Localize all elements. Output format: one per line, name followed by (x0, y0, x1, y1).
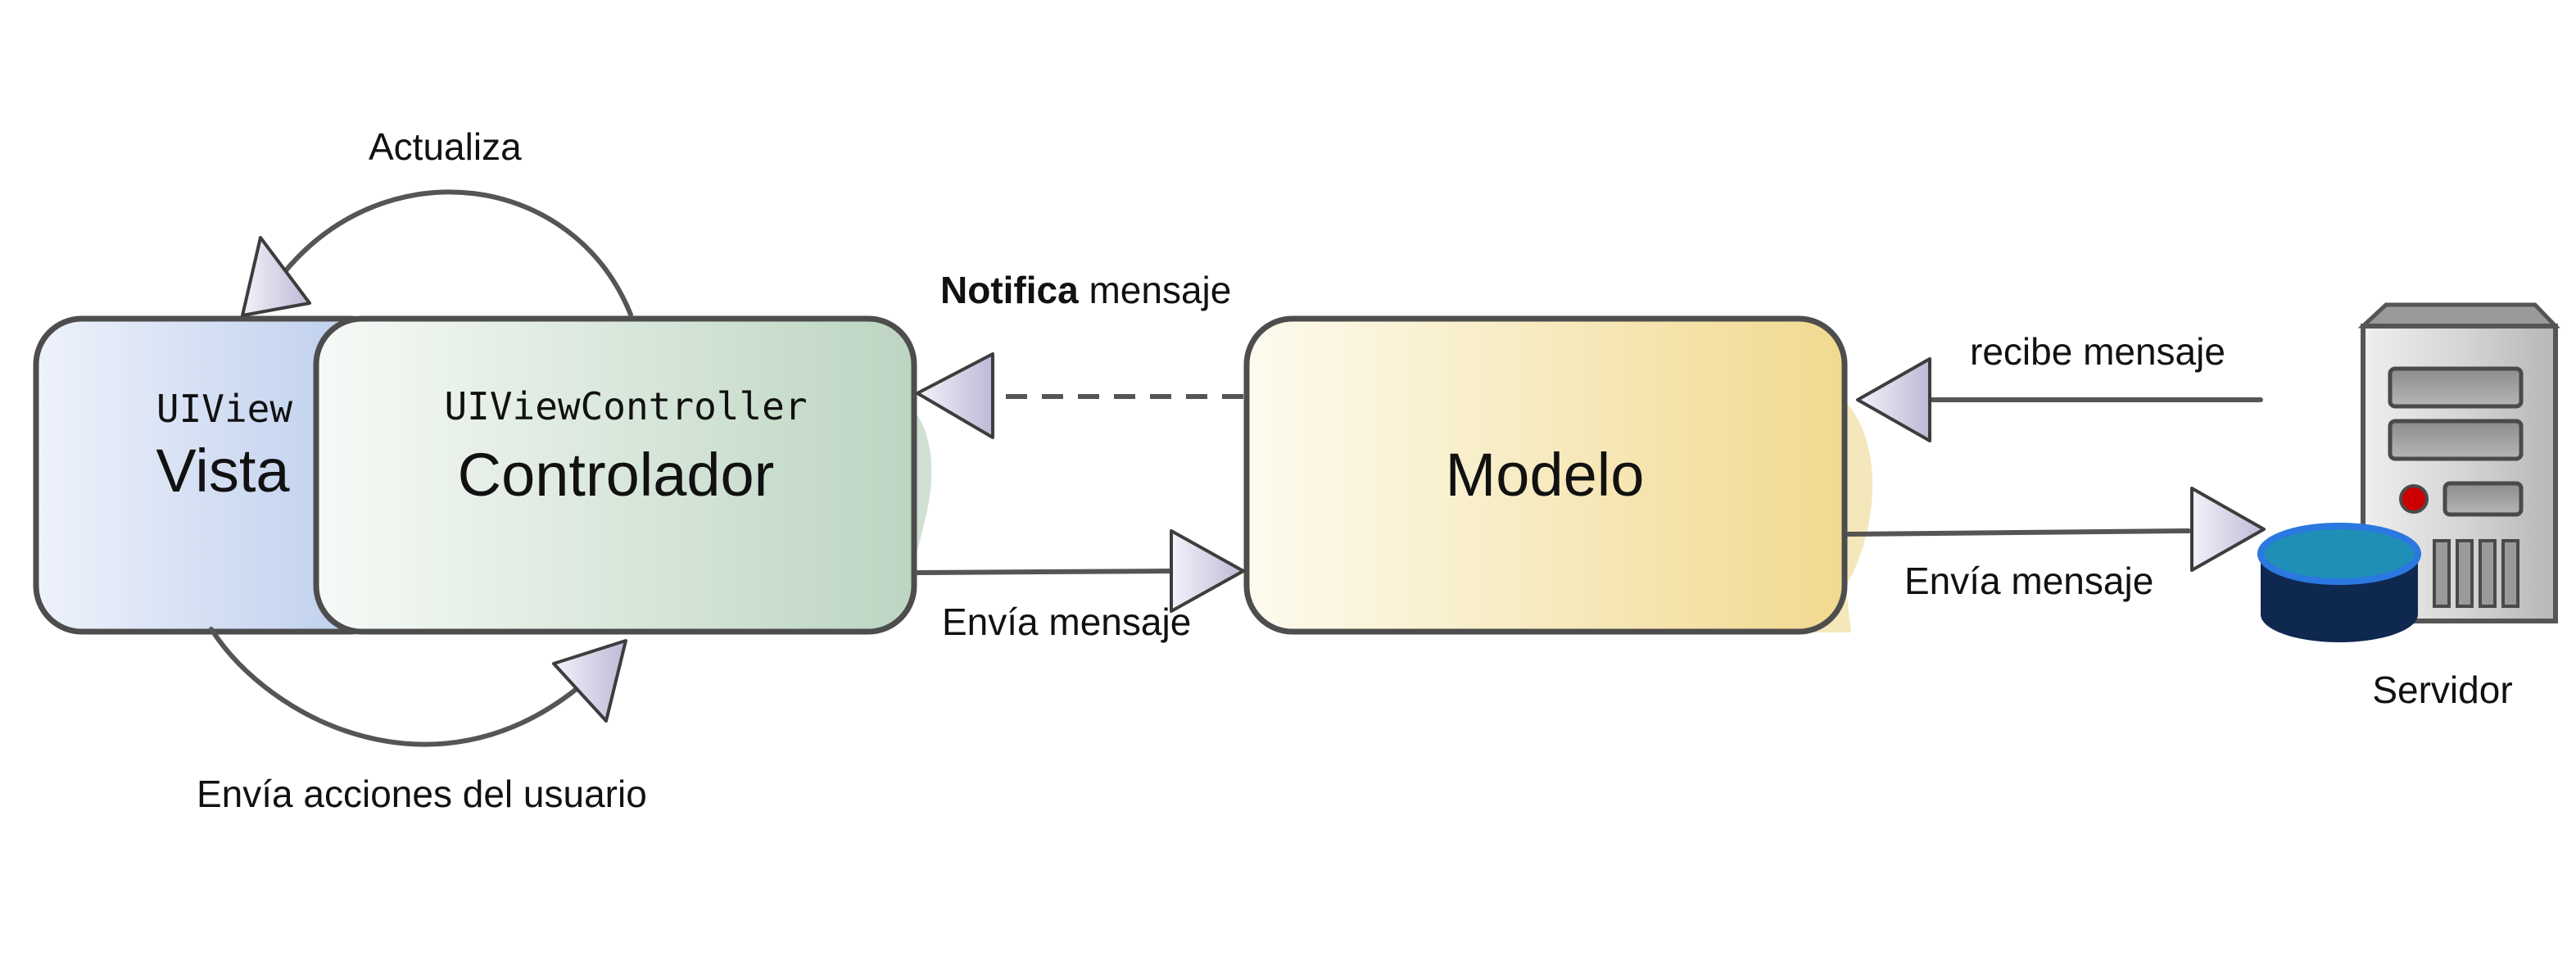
modelo-outline (1243, 315, 1848, 635)
notifica-label-bold: Notifica (940, 269, 1079, 311)
actualiza-arrowhead (241, 236, 311, 317)
server-vent-1 (2433, 539, 2451, 608)
acciones-arrowhead (552, 639, 627, 723)
server-drive-bay-3 (2442, 481, 2524, 517)
vista-box (36, 319, 396, 632)
envia-servidor-label: Envía mensaje (1904, 560, 2153, 602)
recibe-arrowhead (1856, 357, 1931, 442)
server-vent-4 (2501, 539, 2519, 608)
recibe-label: recibe mensaje (1970, 330, 2225, 373)
notifica-label-rest: mensaje (1079, 269, 1232, 311)
edge-notifica: Notifica mensaje (916, 269, 1243, 439)
envia-modelo-arrowhead (1170, 529, 1245, 613)
envia-servidor-connector (1845, 528, 2191, 537)
server-vent-2 (2456, 539, 2474, 608)
vista-title: Vista (156, 437, 290, 505)
envia-servidor-arrowhead (2190, 487, 2266, 572)
edge-envia-servidor: Envía mensaje (1845, 487, 2266, 602)
database-top (2257, 523, 2421, 585)
vista-class-label: UIView (156, 387, 292, 431)
edge-recibe: recibe mensaje (1856, 330, 2263, 442)
controlador-node: UIViewController Controlador (313, 315, 932, 635)
envia-modelo-connector (915, 569, 1172, 575)
controlador-class-label: UIViewController (444, 384, 807, 428)
server-power-led (2399, 484, 2429, 514)
edge-envia-modelo: Envía mensaje (915, 529, 1245, 643)
controlador-outline (313, 315, 917, 635)
servidor-node: Servidor (2257, 302, 2560, 711)
actualiza-label: Actualiza (369, 125, 522, 168)
actualiza-connector (280, 189, 633, 317)
envia-modelo-label: Envía mensaje (942, 601, 1191, 643)
edge-acciones: Envía acciones del usuario (197, 627, 647, 815)
server-vent-3 (2479, 539, 2497, 608)
controlador-box (316, 319, 914, 632)
modelo-node: Modelo (1243, 315, 1873, 635)
database-icon (2257, 523, 2421, 642)
notifica-label: Notifica mensaje (940, 269, 1231, 311)
server-tower-top (2357, 302, 2560, 329)
edge-actualiza: Actualiza (241, 125, 633, 317)
modelo-title: Modelo (1446, 441, 1645, 509)
server-drive-bay-2 (2388, 419, 2524, 461)
acciones-connector (209, 627, 580, 747)
server-drive-bay-1 (2388, 366, 2524, 409)
controlador-title: Controlador (458, 441, 775, 509)
acciones-label: Envía acciones del usuario (197, 773, 647, 815)
notifica-arrowhead (916, 352, 994, 439)
servidor-label: Servidor (2372, 669, 2512, 711)
modelo-box (1247, 319, 1845, 632)
